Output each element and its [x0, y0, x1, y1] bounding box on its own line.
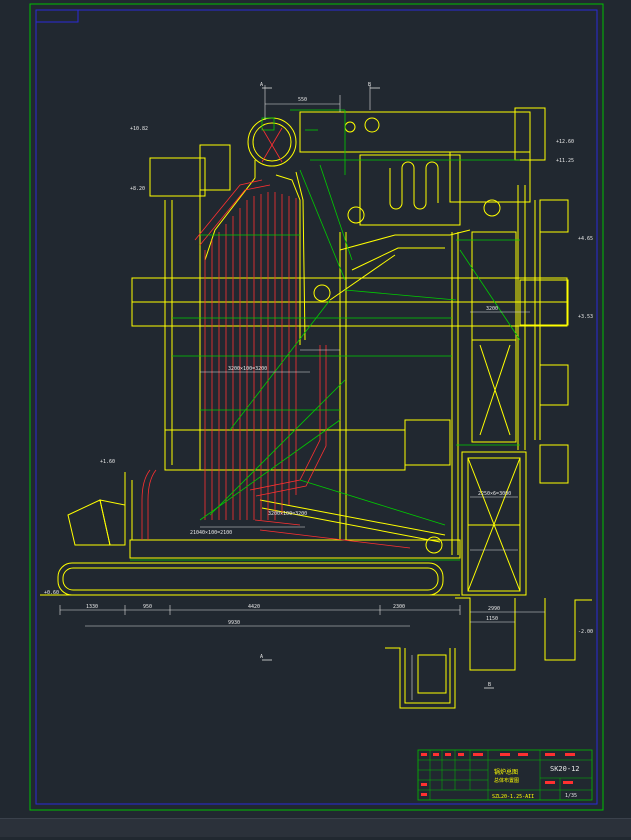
- drawing-title-1: 锅炉总图: [494, 768, 518, 776]
- inner-border: [35, 9, 598, 805]
- title-block: SK20-12 锅炉总图 总体布置图 SZL20-1.25-AII 1/35: [417, 749, 593, 801]
- dimension-lines: [59, 85, 545, 700]
- elev-9: -2.00: [578, 629, 593, 635]
- dim-tube-top: 3200×100=3200: [228, 366, 267, 372]
- drawing-sheet: 1/35: [565, 793, 577, 799]
- elev-7: +1.60: [100, 459, 115, 465]
- outer-border: [29, 3, 604, 811]
- dim-right-1: 2990: [488, 606, 500, 612]
- water-wall-tubes: [141, 127, 411, 549]
- elev-6: +3.53: [578, 314, 593, 320]
- section-mark-a-top: A: [260, 82, 263, 88]
- drawing-title-2: 总体布置图: [494, 777, 519, 784]
- elev-4: +8.20: [130, 186, 145, 192]
- status-bar: [0, 818, 631, 837]
- steel-frame: [130, 109, 521, 561]
- dim-bottom-4: 2300: [393, 604, 405, 610]
- drawing-model: SZL20-1.25-AII: [492, 794, 534, 800]
- elev-8: +0.60: [44, 590, 59, 596]
- dim-bottom-3: 4420: [248, 604, 260, 610]
- dim-tube-bottom: 21040×100=2100: [190, 530, 232, 536]
- dim-right-2: 1150: [486, 616, 498, 622]
- dim-furnace-width: 2250×6=3000: [478, 491, 511, 497]
- section-mark-b-bottom: B: [488, 682, 491, 688]
- section-mark-a-bottom: A: [260, 654, 263, 660]
- elev-3: +10.82: [130, 126, 148, 132]
- dim-shaft-span: 3200: [486, 306, 498, 312]
- dim-bottom-1: 1330: [86, 604, 98, 610]
- section-mark-b-top: B: [368, 82, 371, 88]
- drawing-number: SK20-12: [550, 765, 580, 773]
- dim-mid-span: 3200×100=3200: [268, 511, 307, 517]
- elev-1: +12.60: [556, 139, 574, 145]
- corner-box: [35, 9, 79, 23]
- dim-bottom-2: 950: [143, 604, 152, 610]
- dim-top-span: 550: [298, 97, 307, 103]
- elev-5: +4.65: [578, 236, 593, 242]
- boiler-structure: [40, 107, 592, 709]
- dim-overall: 9930: [228, 620, 240, 626]
- elev-2: +11.25: [556, 158, 574, 164]
